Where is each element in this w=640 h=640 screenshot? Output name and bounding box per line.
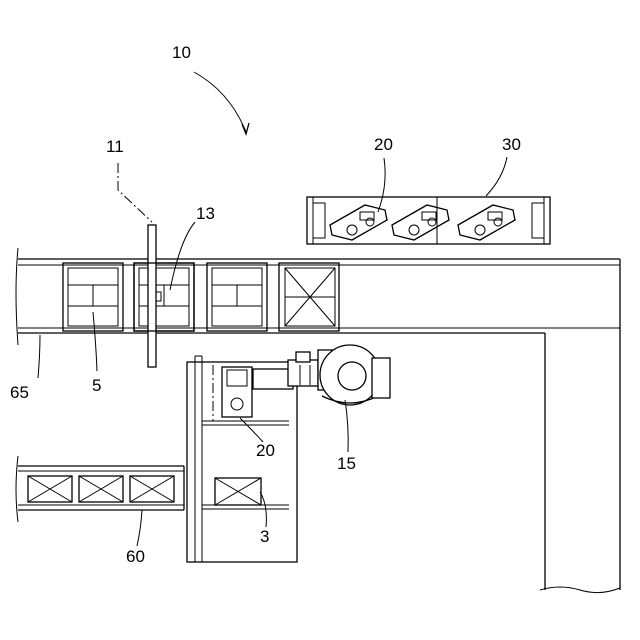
container-2 [134, 263, 194, 331]
label-system: 10 [172, 43, 191, 62]
label-sensor: 13 [196, 204, 215, 223]
feed-conveyor [16, 456, 184, 522]
package-3 [215, 478, 261, 505]
label-main-conveyor: 65 [10, 383, 29, 402]
label-robot: 15 [337, 454, 356, 473]
main-conveyor [16, 248, 620, 593]
label-line: 11 [106, 137, 124, 156]
container-4-crossed [279, 263, 339, 331]
container-1 [63, 263, 123, 331]
label-tray-top: 20 [374, 135, 393, 154]
label-package: 3 [260, 527, 269, 546]
container-3 [207, 263, 267, 331]
label-tray-lower: 20 [256, 441, 275, 460]
label-feed-conveyor: 60 [126, 547, 145, 566]
label-container: 5 [92, 376, 101, 395]
tray-top-3 [458, 205, 515, 240]
robot-arm [253, 345, 390, 405]
label-tray-station: 30 [502, 135, 521, 154]
tray-top-2 [392, 205, 449, 240]
tray-lower [222, 367, 252, 417]
